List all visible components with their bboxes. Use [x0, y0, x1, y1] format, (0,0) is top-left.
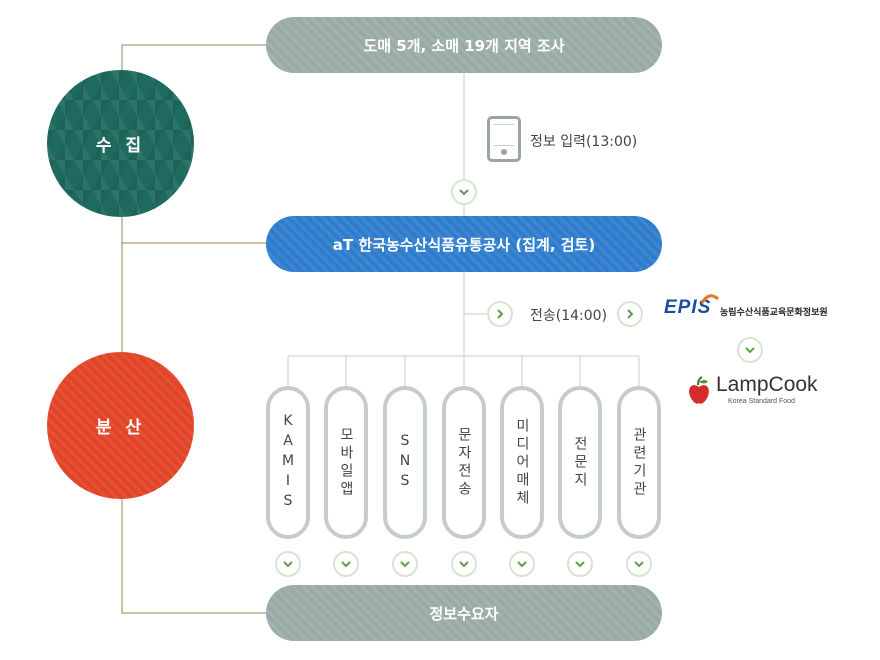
channel-label: 문자전송	[456, 426, 472, 499]
chevron-down-icon	[333, 551, 359, 577]
collect-stage-label: 수 집	[95, 136, 146, 156]
chevron-down-icon	[392, 551, 418, 577]
channel-label: KAMIS	[280, 412, 296, 513]
phone-icon	[487, 116, 521, 162]
chevron-right-icon	[617, 301, 643, 327]
collect-stage-circle: 수 집	[47, 70, 194, 217]
lampcook-logo: LampCook	[716, 373, 818, 396]
epis-swoosh-icon	[701, 294, 719, 304]
channel-mobile-app: 모바일앱	[324, 386, 368, 539]
epis-logo: EPIS	[664, 297, 712, 318]
channel-sns: SNS	[383, 386, 427, 539]
agency-step-label: aT 한국농수산식품유통공사 (집계, 검토)	[332, 235, 596, 254]
channel-kamis: KAMIS	[266, 386, 310, 539]
channel-media: 미디어매체	[500, 386, 544, 539]
chevron-down-icon	[567, 551, 593, 577]
channel-sms: 문자전송	[442, 386, 486, 539]
consumer-step-label: 정보수요자	[429, 604, 499, 623]
channel-label: 모바일앱	[338, 426, 354, 499]
channel-related-agencies: 관련기관	[617, 386, 661, 539]
agency-step: aT 한국농수산식품유통공사 (집계, 검토)	[266, 216, 662, 272]
chevron-down-icon	[275, 551, 301, 577]
chevron-down-icon	[451, 179, 477, 205]
consumer-step: 정보수요자	[266, 585, 662, 641]
distribute-stage-circle: 분 산	[47, 352, 194, 499]
channel-label: 전문지	[572, 435, 588, 490]
apple-icon	[689, 376, 709, 404]
chevron-down-icon	[626, 551, 652, 577]
chevron-down-icon	[509, 551, 535, 577]
transfer-label: 전송(14:00)	[530, 308, 608, 324]
channel-label: SNS	[397, 432, 413, 493]
chevron-down-icon	[451, 551, 477, 577]
channel-label: 미디어매체	[514, 417, 530, 508]
epis-name: 농림수산식품교육문화정보원	[720, 308, 828, 318]
survey-step: 도매 5개, 소매 19개 지역 조사	[266, 17, 662, 73]
chevron-right-icon	[487, 301, 513, 327]
channel-trade-journal: 전문지	[558, 386, 602, 539]
input-label: 정보 입력(13:00)	[530, 134, 638, 150]
lampcook-tagline: Korea Standard Food	[728, 398, 795, 405]
survey-step-label: 도매 5개, 소매 19개 지역 조사	[363, 36, 565, 55]
distribute-stage-label: 분 산	[95, 418, 146, 438]
channel-label: 관련기관	[631, 426, 647, 499]
chevron-down-icon	[737, 337, 763, 363]
